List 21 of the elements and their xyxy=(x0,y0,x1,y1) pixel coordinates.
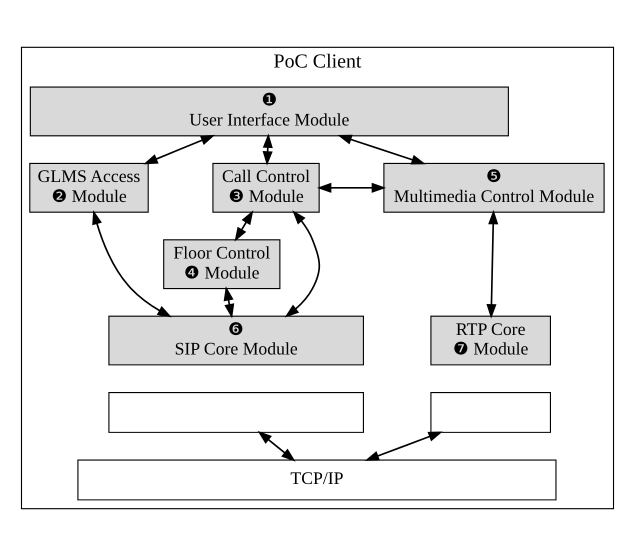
node-box xyxy=(430,392,551,433)
node-box: Floor Control ❹ Module xyxy=(163,239,280,290)
node-box: GLMS Access ❷ Module xyxy=(29,162,149,213)
node-box: RTP Core ❼ Module xyxy=(430,316,551,366)
arrow xyxy=(262,134,273,166)
arrow xyxy=(337,134,426,164)
node-box: ❶ User Interface Module xyxy=(30,86,509,136)
arrow xyxy=(234,210,254,242)
arrow xyxy=(284,210,320,318)
node-box: Call Control ❸ Module xyxy=(212,162,320,213)
arrow xyxy=(364,432,443,461)
arrow xyxy=(316,182,386,193)
node-box: TCP/IP xyxy=(77,459,557,500)
node-box: ❻ SIP Core Module xyxy=(108,316,364,366)
arrow xyxy=(143,134,216,164)
arrow xyxy=(92,210,172,318)
arrow xyxy=(224,286,234,318)
node-box xyxy=(108,392,364,433)
arrow xyxy=(486,210,498,319)
node-box: ❺ Multimedia Control Module xyxy=(383,162,605,213)
arrow xyxy=(258,430,296,462)
